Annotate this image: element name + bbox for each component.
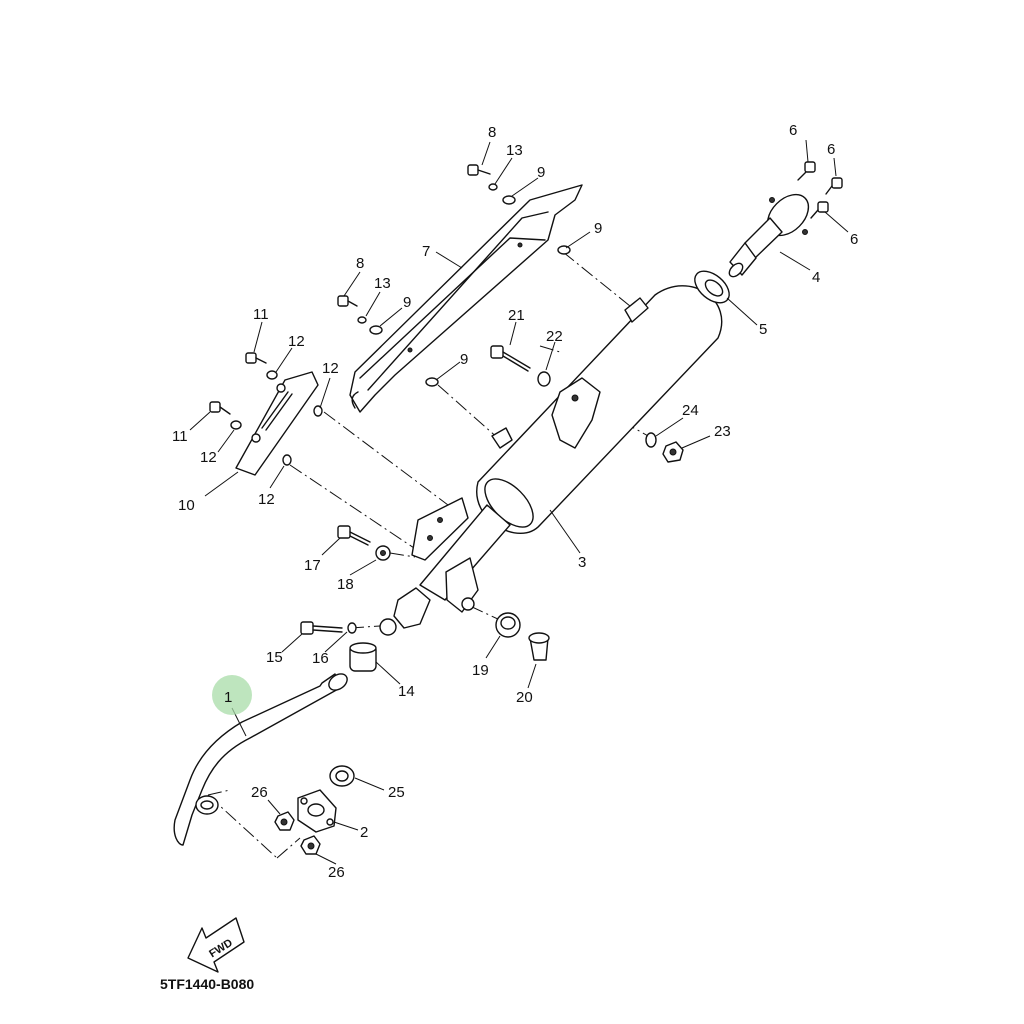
damper-19[interactable] [495, 612, 521, 638]
washer-9b[interactable] [502, 195, 516, 205]
bolt-6c[interactable] [810, 201, 829, 219]
bolt-11b[interactable] [209, 401, 231, 415]
label-part-12c[interactable]: 12 [200, 449, 217, 466]
bolt-8a[interactable] [467, 164, 491, 176]
label-part-6c[interactable]: 6 [850, 231, 858, 248]
washer-12a[interactable] [266, 370, 278, 380]
label-part-26a[interactable]: 26 [251, 784, 268, 801]
muffler-body[interactable] [379, 285, 723, 636]
label-part-18[interactable]: 18 [337, 576, 354, 593]
label-part-12a[interactable]: 12 [288, 333, 305, 350]
collar-20[interactable] [528, 632, 550, 661]
label-part-6b[interactable]: 6 [827, 141, 835, 158]
exhaust-pipe[interactable] [173, 671, 350, 846]
washer-12d[interactable] [282, 454, 292, 466]
label-part-19[interactable]: 19 [472, 662, 489, 679]
label-part-6a[interactable]: 6 [789, 122, 797, 139]
label-part-13b[interactable]: 13 [374, 275, 391, 292]
label-part-17[interactable]: 17 [304, 557, 321, 574]
label-part-24[interactable]: 24 [682, 402, 699, 419]
label-part-14[interactable]: 14 [398, 683, 415, 700]
nut-23[interactable] [662, 441, 684, 463]
heat-shield-plate[interactable] [235, 371, 319, 476]
label-part-20[interactable]: 20 [516, 689, 533, 706]
gasket-ring[interactable] [689, 265, 735, 309]
label-part-8b[interactable]: 8 [356, 255, 364, 272]
flange-nut-lower[interactable] [300, 835, 321, 855]
label-part-2[interactable]: 2 [360, 824, 368, 841]
bolts [209, 161, 843, 635]
label-part-16[interactable]: 16 [312, 650, 329, 667]
label-part-5[interactable]: 5 [759, 321, 767, 338]
washer-22[interactable] [537, 371, 551, 387]
washer-24[interactable] [645, 432, 657, 448]
bolt-6b[interactable] [825, 177, 843, 195]
washers [230, 183, 657, 634]
washer-13a[interactable] [488, 183, 498, 191]
exhaust-flange[interactable] [297, 789, 337, 833]
washer-12c[interactable] [313, 405, 323, 417]
part-1-highlight [212, 675, 252, 715]
heat-protector[interactable] [349, 184, 583, 413]
label-part-7[interactable]: 7 [422, 243, 430, 260]
label-part-15[interactable]: 15 [266, 649, 283, 666]
label-part-10[interactable]: 10 [178, 497, 195, 514]
label-part-9c[interactable]: 9 [403, 294, 411, 311]
leader-lines [189, 139, 849, 865]
label-part-9a[interactable]: 9 [537, 164, 545, 181]
label-part-8a[interactable]: 8 [488, 124, 496, 141]
label-part-25[interactable]: 25 [388, 784, 405, 801]
tail-pipe[interactable] [727, 187, 816, 279]
washer-9a[interactable] [557, 245, 571, 255]
joint-sleeve[interactable] [349, 642, 377, 672]
label-part-9d[interactable]: 9 [460, 351, 468, 368]
callout-labels: 1 2 3 4 5 6 6 6 7 8 8 9 9 9 9 10 11 11 1… [172, 122, 858, 881]
label-part-1[interactable]: 1 [224, 689, 232, 706]
label-part-12b[interactable]: 12 [322, 360, 339, 377]
label-part-4[interactable]: 4 [812, 269, 820, 286]
label-part-12d[interactable]: 12 [258, 491, 275, 508]
bolt-21[interactable] [490, 345, 531, 372]
bolt-8b[interactable] [337, 295, 358, 307]
bolt-6a[interactable] [797, 161, 816, 181]
flange-nut-upper[interactable] [274, 811, 295, 831]
document-code: 5TF1440-B080 [160, 976, 254, 992]
label-part-9b[interactable]: 9 [594, 220, 602, 237]
washer-16[interactable] [347, 622, 357, 634]
bolt-11a[interactable] [245, 352, 267, 364]
exhaust-gasket[interactable] [329, 765, 355, 787]
washer-9c[interactable] [369, 325, 383, 335]
label-part-22[interactable]: 22 [546, 328, 563, 345]
label-part-11b[interactable]: 11 [172, 428, 188, 445]
label-part-13a[interactable]: 13 [506, 142, 523, 159]
washer-9d[interactable] [425, 377, 439, 387]
bolt-17[interactable] [337, 525, 371, 546]
label-part-3[interactable]: 3 [578, 554, 586, 571]
label-part-11a[interactable]: 11 [253, 306, 269, 323]
label-part-26b[interactable]: 26 [328, 864, 345, 881]
washer-12b[interactable] [230, 420, 242, 430]
bolt-15[interactable] [300, 621, 343, 635]
fwd-arrow: FWD [187, 917, 245, 973]
label-part-21[interactable]: 21 [508, 307, 525, 324]
washer-13b[interactable] [357, 316, 367, 324]
label-part-23[interactable]: 23 [714, 423, 731, 440]
